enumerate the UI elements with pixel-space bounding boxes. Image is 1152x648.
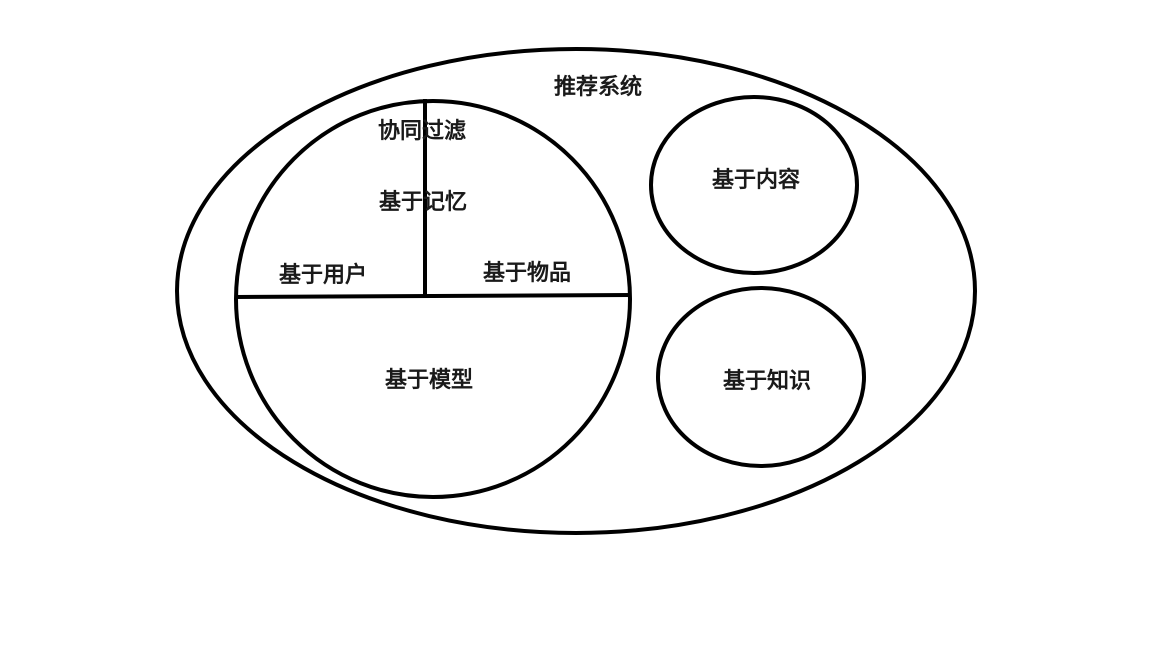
- collaborative-filtering-circle: [234, 99, 632, 499]
- content-based-circle: [649, 95, 859, 275]
- memory-model-divider: [235, 293, 632, 299]
- model-based-label: 基于模型: [384, 368, 474, 393]
- knowledge-based-circle: [656, 286, 866, 468]
- content-based-label: 基于内容: [711, 168, 801, 193]
- recommender-system-label: 推荐系统: [553, 75, 643, 100]
- memory-based-label: 基于记忆: [378, 190, 468, 215]
- user-based-label: 基于用户: [278, 263, 368, 288]
- item-based-label: 基于物品: [482, 261, 572, 286]
- collaborative-filtering-label: 协同过滤: [377, 119, 467, 144]
- recommender-system-ellipse: [175, 47, 977, 535]
- knowledge-based-label: 基于知识: [722, 369, 812, 394]
